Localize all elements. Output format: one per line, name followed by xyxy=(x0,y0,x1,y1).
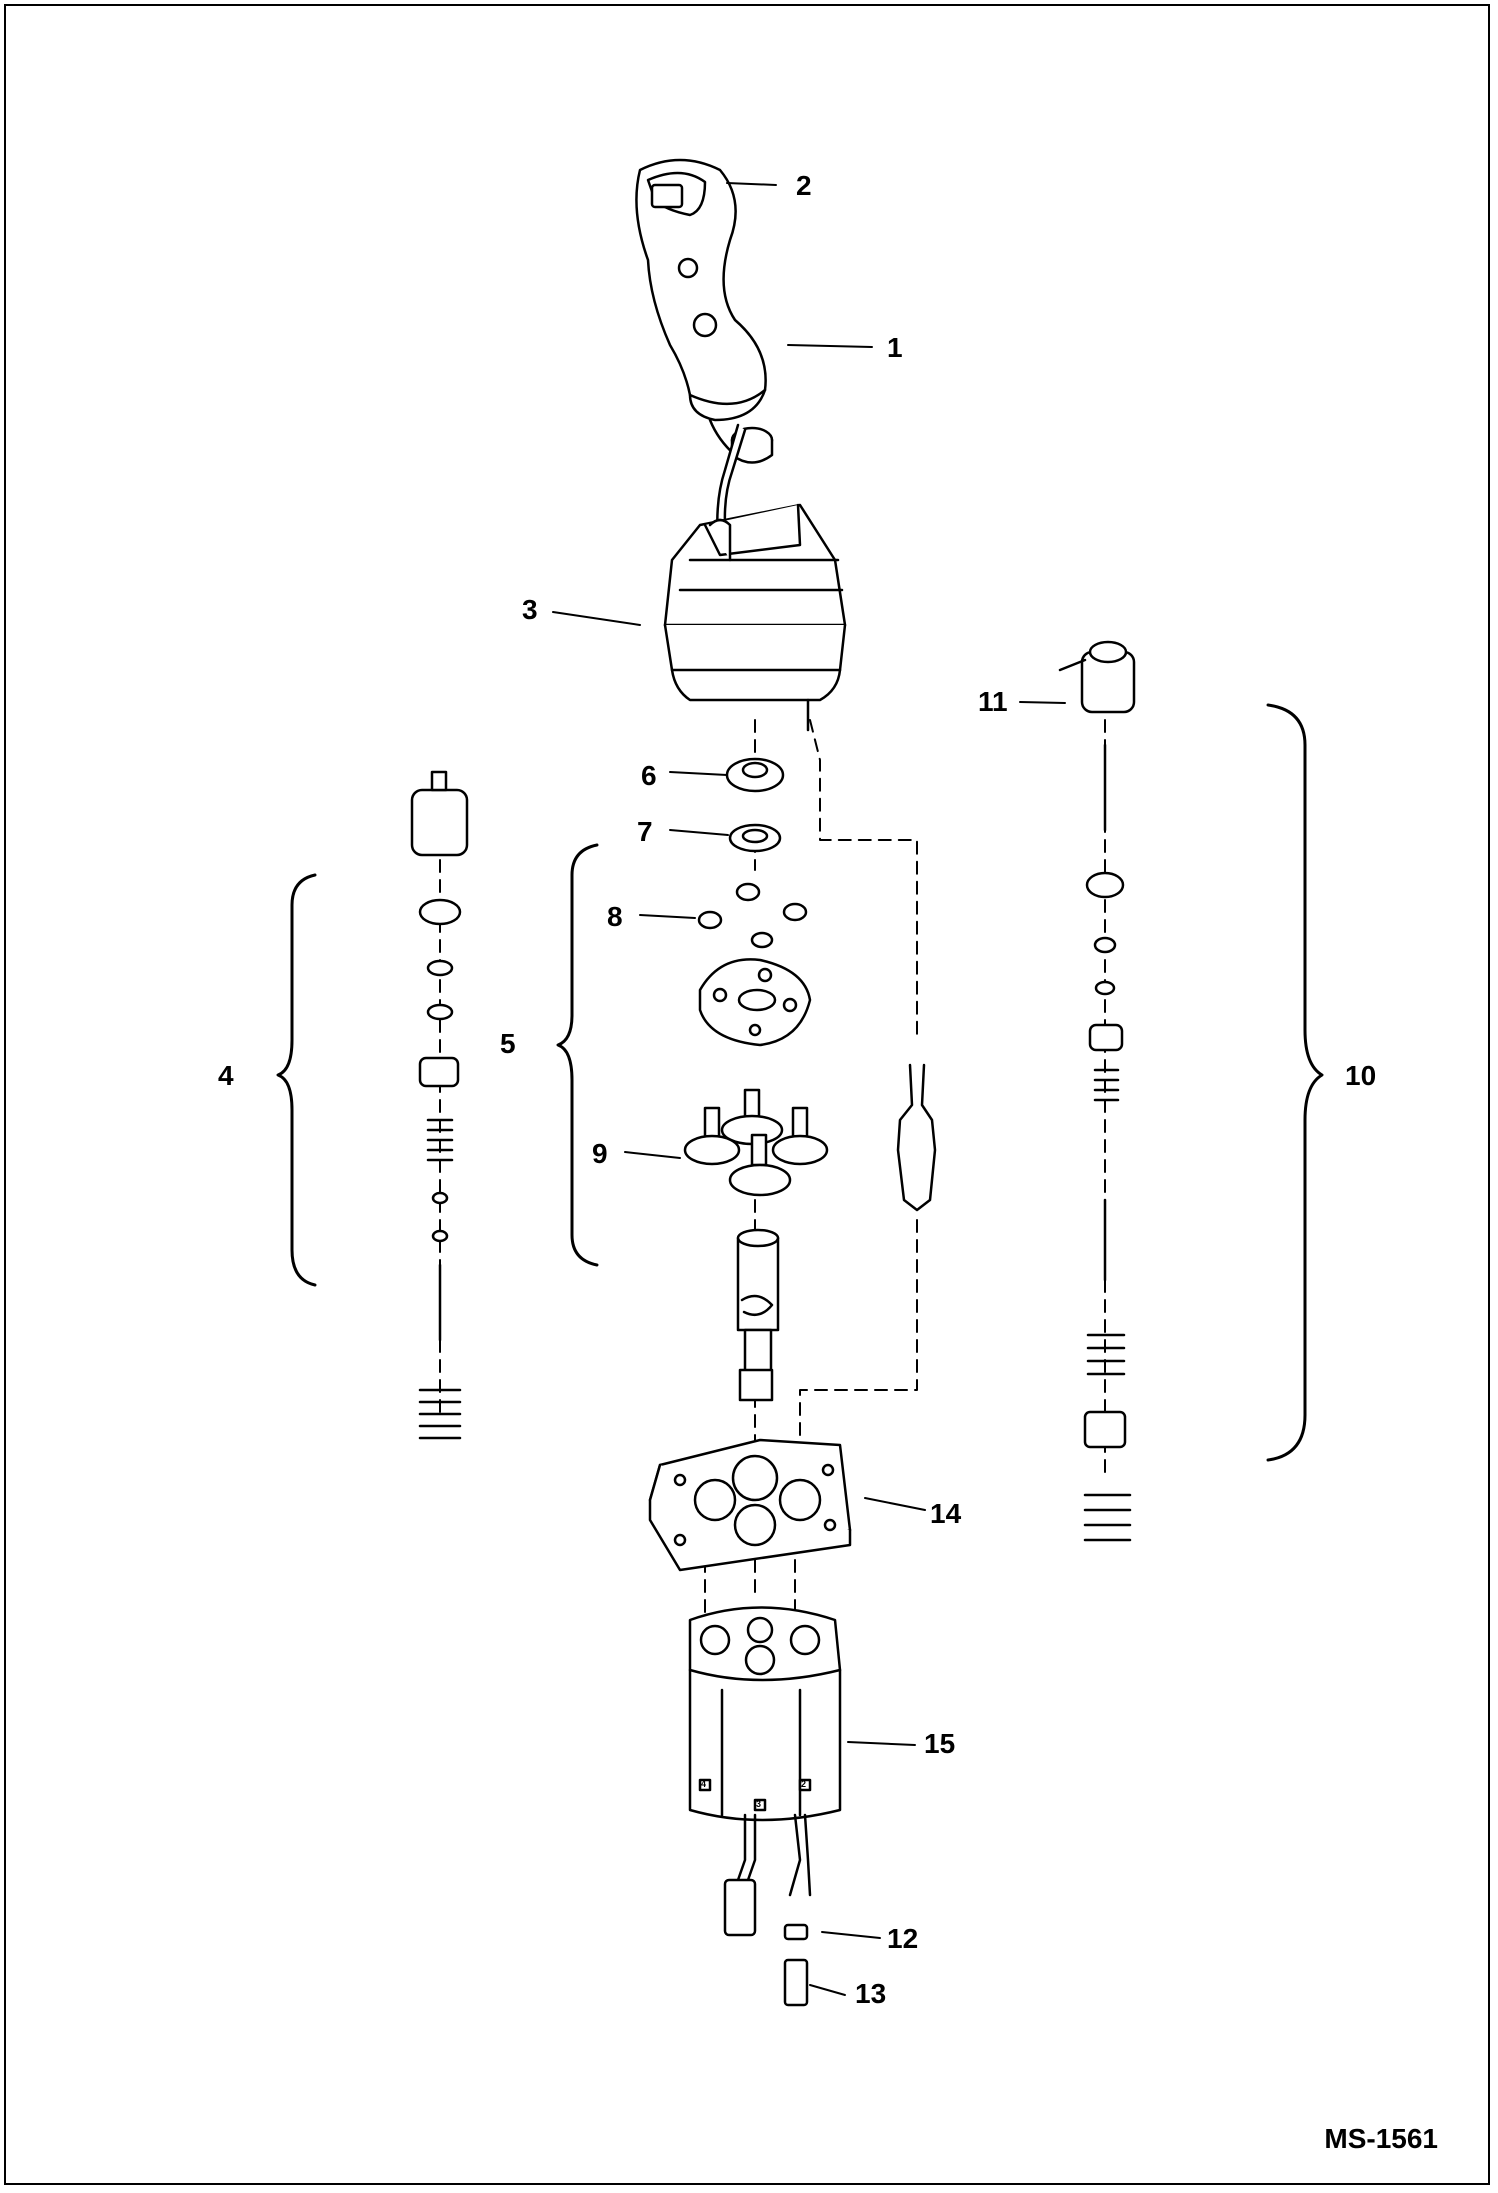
callout-13: 13 xyxy=(855,1978,887,2009)
leader-lines xyxy=(552,182,1066,1996)
callout-15: 15 xyxy=(924,1728,956,1759)
figure-id: MS-1561 xyxy=(1324,2123,1438,2154)
plungers xyxy=(683,1088,829,1197)
left-valve-stack xyxy=(410,770,469,1440)
callout-1: 1 xyxy=(887,332,903,363)
callout-11: 11 xyxy=(978,686,1008,717)
diagram-border xyxy=(4,4,1490,2185)
callout-7: 7 xyxy=(637,816,653,847)
valve-housing xyxy=(688,1606,842,1822)
rubber-boot xyxy=(663,503,847,732)
housing-mark-left: 4 xyxy=(701,1779,707,1789)
callout-3: 3 xyxy=(522,594,538,625)
callout-8: 8 xyxy=(607,901,623,932)
callout-6: 6 xyxy=(641,760,657,791)
housing-mark-center: 3 xyxy=(756,1799,762,1809)
small-nuts xyxy=(697,882,808,949)
control-handle xyxy=(635,158,774,542)
right-valve-stack xyxy=(1058,640,1136,1542)
callout-5: 5 xyxy=(500,1028,516,1059)
wire-harness xyxy=(723,1813,812,2007)
callout-10: 10 xyxy=(1345,1060,1377,1091)
callout-4: 4 xyxy=(218,1060,234,1091)
nut-and-washer xyxy=(725,757,785,853)
callout-14: 14 xyxy=(930,1498,962,1529)
callout-12: 12 xyxy=(887,1923,919,1954)
group-braces xyxy=(276,703,1324,1462)
callout-9: 9 xyxy=(592,1138,608,1169)
mounting-plate xyxy=(648,1438,852,1572)
rod-connector xyxy=(896,1063,937,1212)
housing-mark-right: 2 xyxy=(801,1779,807,1789)
cam-plate xyxy=(698,958,812,1047)
callout-2: 2 xyxy=(796,170,812,201)
u-joint-shaft xyxy=(736,1228,780,1402)
